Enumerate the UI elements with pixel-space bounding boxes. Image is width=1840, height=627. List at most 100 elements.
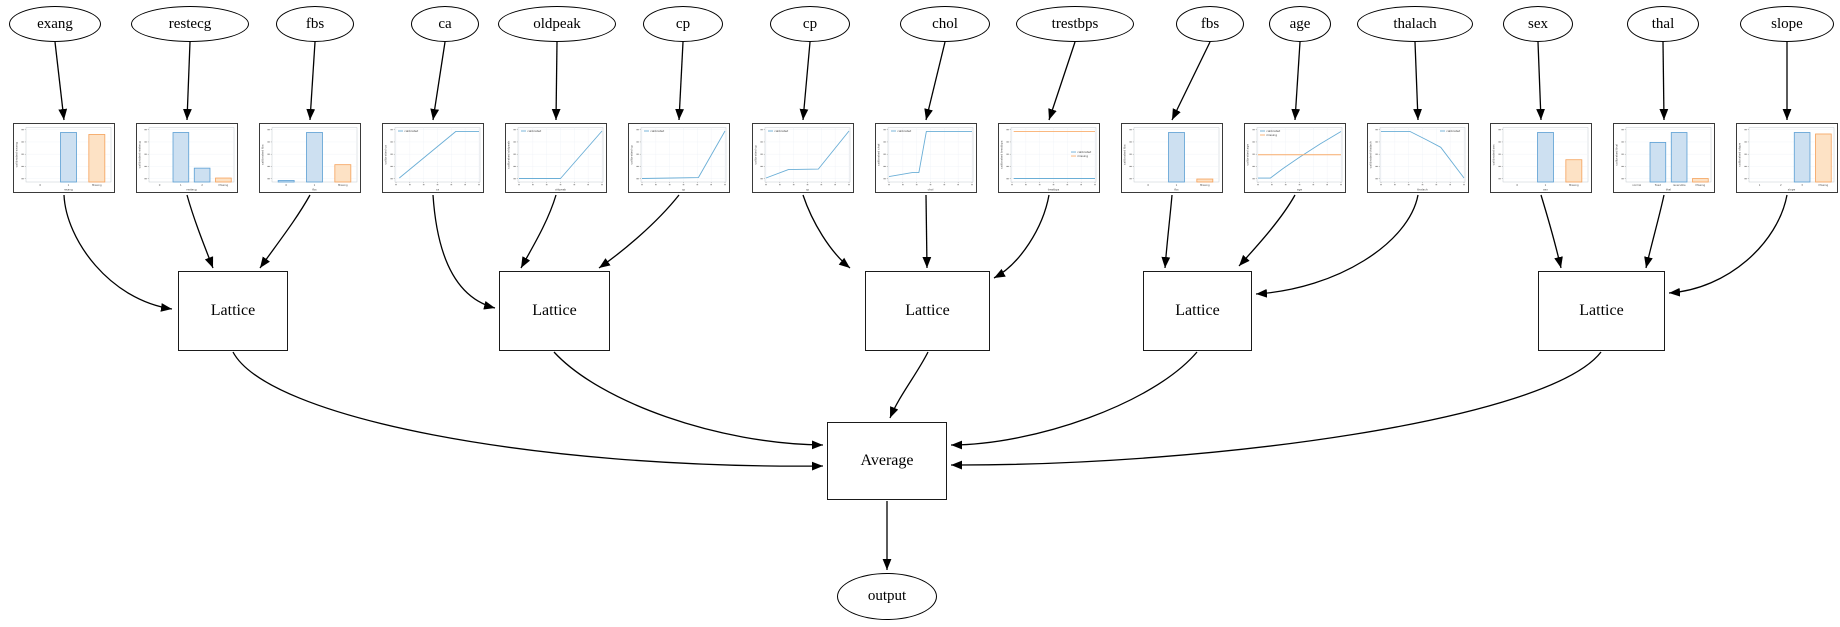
svg-text:calibrated restecg: calibrated restecg <box>137 141 141 168</box>
feature-node-cp-2: cp <box>770 6 850 42</box>
svg-text:exang: exang <box>64 188 73 192</box>
edge-arrow <box>1540 194 1563 269</box>
edge-arrow <box>675 41 684 121</box>
lattice-node-2: Lattice <box>499 271 610 351</box>
edge-arrow <box>1161 194 1173 269</box>
svg-text:calibrated thalach: calibrated thalach <box>1368 141 1372 168</box>
feature-node-age: age <box>1269 6 1331 42</box>
edge-arrow <box>1644 194 1665 269</box>
edge-arrow <box>950 351 1198 450</box>
average-node: Average <box>827 422 947 500</box>
svg-text:missing: missing <box>1077 154 1088 158</box>
svg-text:1: 1 <box>68 183 70 187</box>
feature-node-oldpeak: oldpeak <box>498 6 616 42</box>
lattice-node-4: Lattice <box>1143 271 1252 351</box>
svg-text:calibrated cp: calibrated cp <box>753 145 757 165</box>
svg-text:0: 0 <box>1147 183 1149 187</box>
svg-text:0: 0 <box>1516 183 1518 187</box>
edge-arrow <box>306 41 316 121</box>
edge-arrow <box>1048 41 1076 121</box>
edge-arrow <box>430 41 446 121</box>
svg-text:calibrated thal: calibrated thal <box>1614 144 1618 166</box>
feature-label: cp <box>675 15 691 32</box>
feature-label: thalach <box>1393 15 1437 32</box>
edge-arrow <box>259 194 311 269</box>
svg-text:trestbps: trestbps <box>1048 188 1060 192</box>
feature-label: fbs <box>1200 15 1220 32</box>
edge-arrow <box>520 194 557 269</box>
svg-text:calibrated cp: calibrated cp <box>629 145 633 165</box>
edge-arrow <box>802 194 851 269</box>
svg-text:calibrated sex: calibrated sex <box>1491 144 1495 165</box>
svg-text:0: 0 <box>285 183 287 187</box>
feature-node-thal: thal <box>1627 6 1699 42</box>
svg-text:1: 1 <box>314 183 316 187</box>
lattice-node-1: Lattice <box>178 271 288 351</box>
svg-text:1: 1 <box>180 183 182 187</box>
svg-text:thalach: thalach <box>1417 188 1428 192</box>
svg-text:calibrated: calibrated <box>774 129 788 133</box>
feature-node-slope: slope <box>1740 6 1834 42</box>
edge-arrow <box>1255 194 1419 298</box>
svg-text:fbs: fbs <box>1174 188 1179 192</box>
svg-text:missing: missing <box>1266 133 1277 137</box>
svg-text:thal: thal <box>1666 188 1672 192</box>
svg-text:fbs: fbs <box>312 188 317 192</box>
lattice-label: Lattice <box>210 302 256 319</box>
feature-label: exang <box>37 15 73 32</box>
feature-label: trestbps <box>1051 15 1099 32</box>
edge-arrow <box>598 194 680 269</box>
lattice-label: Lattice <box>1579 302 1624 319</box>
feature-label: sex <box>1528 15 1548 32</box>
svg-text:calibrated: calibrated <box>1077 150 1091 154</box>
edge-arrow <box>186 194 214 269</box>
edge-arrow <box>1536 41 1545 121</box>
svg-text:sex: sex <box>1543 188 1548 192</box>
edge-arrow <box>922 194 932 269</box>
lattice-label: Lattice <box>532 302 577 319</box>
edge-arrow <box>232 351 824 471</box>
edge-arrow <box>553 351 824 450</box>
svg-text:calibrated exang: calibrated exang <box>14 142 18 167</box>
edge-arrow <box>924 41 946 121</box>
feature-label: restecg <box>168 15 212 32</box>
svg-text:calibrated: calibrated <box>897 129 911 133</box>
output-node: output <box>837 573 937 620</box>
svg-text:0: 0 <box>159 183 161 187</box>
svg-text:calibrated age: calibrated age <box>1245 144 1249 166</box>
edge-arrow <box>1413 41 1422 121</box>
svg-text:calibrated fbs: calibrated fbs <box>1122 144 1126 165</box>
svg-text:Missing: Missing <box>338 183 348 187</box>
svg-text:age: age <box>1297 188 1302 192</box>
feature-node-ca: ca <box>411 6 479 42</box>
feature-label: thal <box>1651 15 1675 32</box>
svg-text:chol: chol <box>928 188 934 192</box>
svg-text:1: 1 <box>1759 183 1761 187</box>
svg-text:1: 1 <box>1545 183 1547 187</box>
svg-text:normal: normal <box>1632 183 1641 187</box>
svg-text:calibrated ca: calibrated ca <box>383 145 387 165</box>
calibrator-chart-thalach: calibrated thalach thalach calibrated <box>1367 123 1469 193</box>
lattice-node-3: Lattice <box>865 271 990 351</box>
svg-text:Missing: Missing <box>1200 183 1210 187</box>
svg-text:restecg: restecg <box>186 188 197 192</box>
svg-text:calibrated: calibrated <box>1446 129 1460 133</box>
edge-arrow <box>993 194 1050 279</box>
feature-label: slope <box>1771 15 1803 32</box>
lattice-label: Lattice <box>1175 302 1220 319</box>
edge-arrow <box>432 194 496 310</box>
feature-node-chol: chol <box>900 6 990 42</box>
edge-arrow <box>1668 194 1788 297</box>
feature-node-cp-1: cp <box>643 6 723 42</box>
feature-label: ca <box>438 15 452 32</box>
svg-text:oldpeak: oldpeak <box>555 188 566 192</box>
